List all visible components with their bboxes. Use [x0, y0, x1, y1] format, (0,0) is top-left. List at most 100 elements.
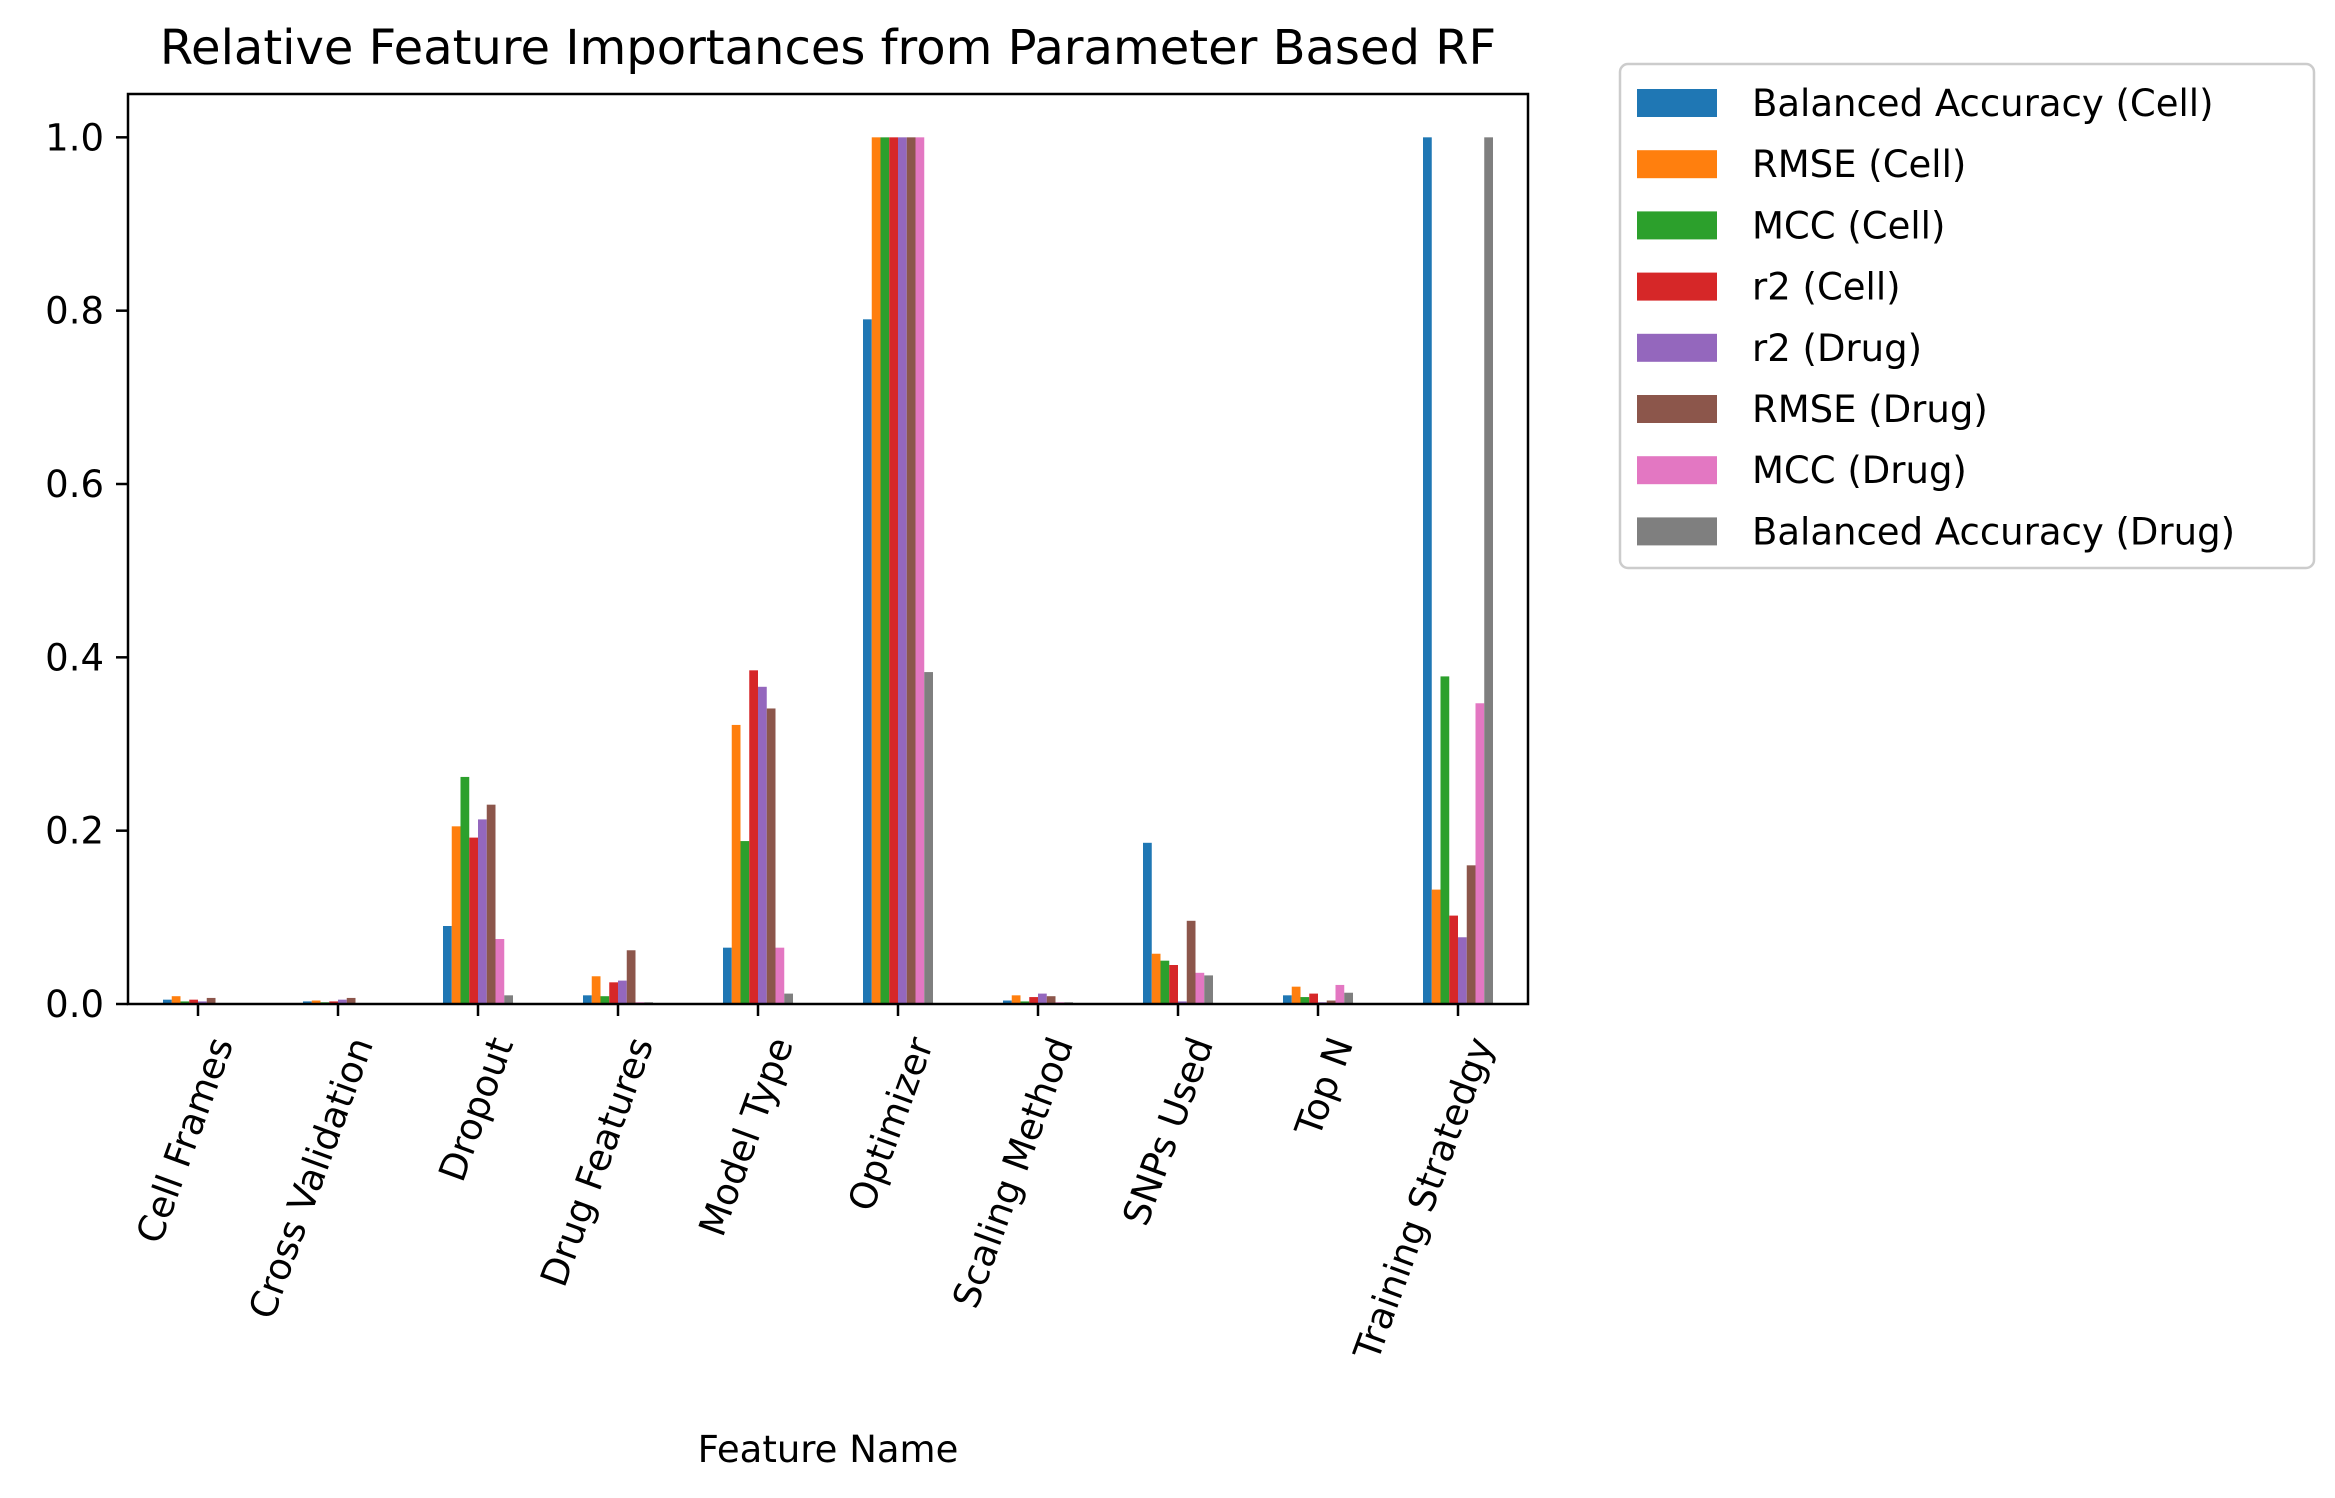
bar — [1046, 996, 1056, 1004]
x-tick-label: SNPs Used — [1114, 1032, 1222, 1231]
bar — [1011, 995, 1021, 1004]
x-tick-label: Scaling Method — [944, 1032, 1082, 1314]
bar — [311, 1000, 321, 1004]
bar — [451, 826, 461, 1004]
x-tick-label: Top N — [1286, 1032, 1362, 1143]
y-tick-label: 1.0 — [45, 116, 104, 159]
legend-swatch — [1637, 150, 1717, 179]
bar — [863, 319, 872, 1005]
x-tick-label: Training Stratedgy — [1345, 1032, 1502, 1367]
bar — [198, 1001, 207, 1004]
bar — [1431, 889, 1441, 1004]
bar — [1038, 993, 1047, 1004]
bar — [740, 841, 750, 1004]
bar — [1283, 995, 1292, 1004]
bar — [749, 670, 758, 1004]
bar — [443, 926, 452, 1004]
bar — [1204, 975, 1213, 1004]
bar — [731, 724, 741, 1004]
legend-label: MCC (Cell) — [1752, 204, 1945, 247]
bar — [206, 997, 216, 1004]
bar — [486, 804, 496, 1004]
bar — [460, 776, 470, 1004]
chart-title: Relative Feature Importances from Parame… — [160, 20, 1496, 76]
bar — [1326, 1000, 1336, 1004]
legend-label: r2 (Cell) — [1752, 266, 1901, 309]
bar — [303, 1001, 312, 1004]
bar — [1195, 972, 1205, 1004]
plot-frame — [126, 92, 1530, 1006]
bar — [1309, 993, 1318, 1004]
legend-swatch — [1637, 211, 1717, 240]
x-tick-label: Drug Features — [532, 1032, 662, 1292]
bar — [1020, 1001, 1030, 1004]
bar — [180, 1001, 190, 1004]
bar — [1291, 986, 1301, 1004]
bar — [478, 819, 487, 1004]
bar — [915, 137, 925, 1004]
bar — [626, 950, 636, 1004]
bar — [924, 672, 933, 1004]
legend-swatch — [1637, 272, 1717, 301]
bar — [583, 995, 592, 1004]
bar — [906, 137, 916, 1004]
legend-label: Balanced Accuracy (Drug) — [1752, 510, 2235, 553]
bar — [1003, 1000, 1012, 1004]
bar — [1151, 953, 1161, 1004]
x-tick-label: Model Type — [691, 1032, 802, 1242]
bar — [1178, 1001, 1187, 1004]
bar — [1186, 920, 1196, 1004]
bar — [766, 708, 776, 1004]
bar — [1300, 997, 1310, 1004]
legend-swatch — [1637, 89, 1717, 117]
legend-label: RMSE (Cell) — [1752, 143, 1966, 186]
bar — [1475, 703, 1485, 1004]
bar — [346, 997, 356, 1004]
legend-entries: Balanced Accuracy (Cell) RMSE (Cell) MCC (… — [1637, 82, 2235, 553]
bar — [504, 995, 513, 1004]
bar — [329, 1001, 338, 1004]
bar — [880, 137, 890, 1004]
legend-swatch — [1637, 456, 1717, 485]
bar — [1335, 984, 1345, 1004]
bar — [163, 999, 172, 1004]
x-tick-label: Dropout — [430, 1032, 522, 1187]
bar — [189, 999, 198, 1004]
bars-layer — [163, 137, 1493, 1005]
y-tick-label: 0.8 — [45, 290, 104, 333]
bar — [495, 939, 505, 1004]
legend-frame — [1618, 62, 2316, 570]
bar — [889, 137, 898, 1004]
bar — [1440, 676, 1450, 1004]
bar — [1344, 992, 1353, 1004]
x-tick-label: Cross Validation — [240, 1032, 382, 1325]
bar — [1169, 965, 1178, 1004]
bar — [871, 137, 881, 1004]
legend-label: Balanced Accuracy (Cell) — [1752, 82, 2214, 125]
y-tick-label: 0.2 — [45, 810, 104, 853]
x-axis-label: Feature Name — [698, 1428, 959, 1471]
bar — [1160, 960, 1170, 1004]
bar — [591, 976, 601, 1004]
bar — [469, 837, 478, 1004]
y-tick-label: 0.6 — [45, 463, 104, 506]
x-tick-label: Optimizer — [840, 1031, 943, 1217]
bar — [1423, 137, 1432, 1004]
bar — [784, 993, 793, 1004]
legend-label: MCC (Drug) — [1752, 449, 1967, 492]
x-tick-label: Cell Frames — [128, 1032, 242, 1249]
legend-label: r2 (Drug) — [1752, 327, 1922, 370]
bar — [338, 999, 347, 1004]
bar — [609, 982, 618, 1004]
bar — [1466, 865, 1476, 1004]
bar — [171, 996, 181, 1004]
bar — [758, 686, 767, 1004]
bar — [618, 980, 627, 1004]
legend-swatch — [1637, 517, 1717, 546]
bar — [1143, 842, 1152, 1004]
y-tick-label: 0.0 — [45, 983, 104, 1026]
bar — [1458, 937, 1467, 1004]
